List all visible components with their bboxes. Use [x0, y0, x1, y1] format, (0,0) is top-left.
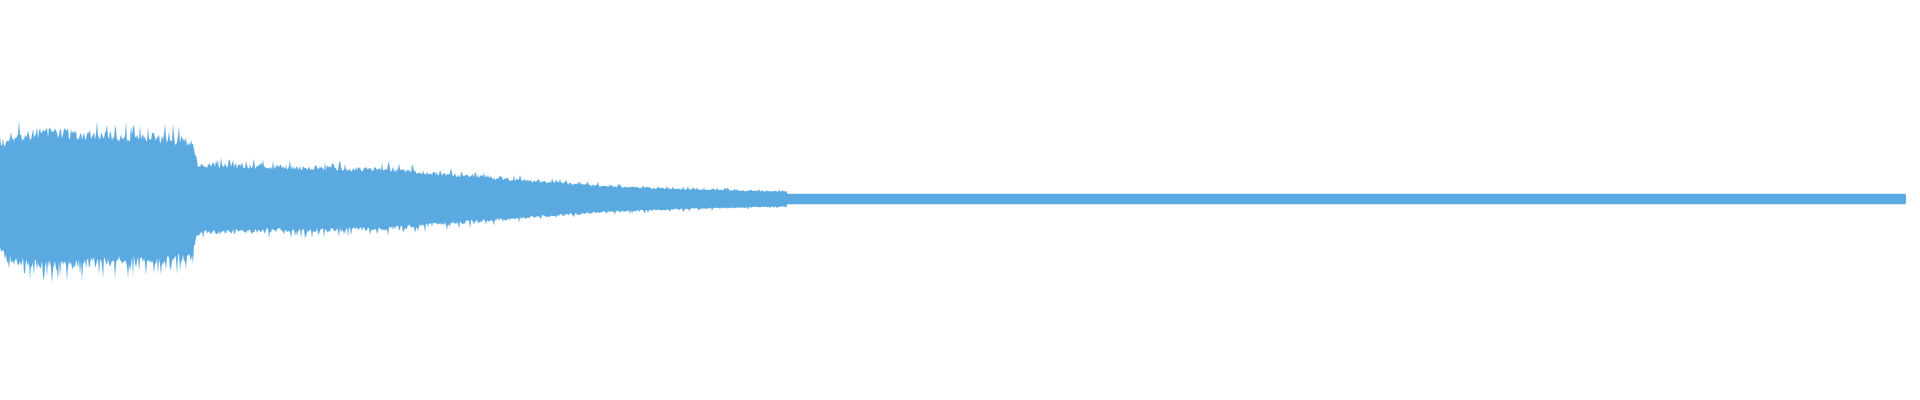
waveform-audio-region [0, 119, 787, 284]
waveform-silent-region [785, 193, 1906, 205]
